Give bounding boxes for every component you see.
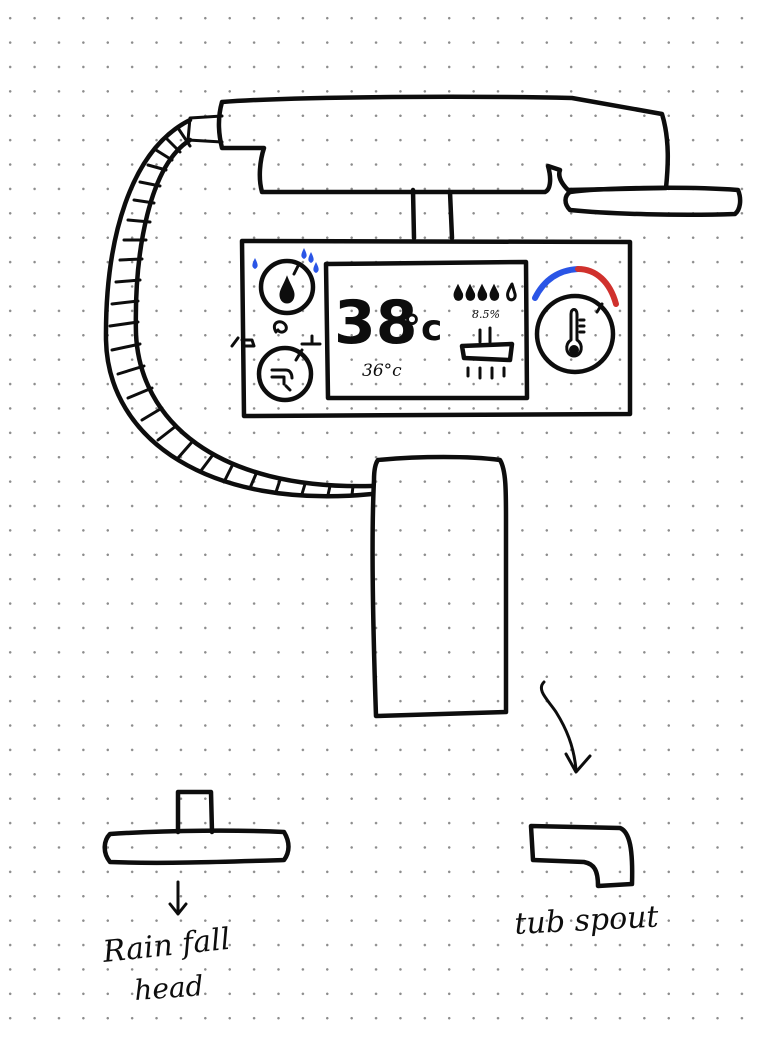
flow-level-drops xyxy=(455,284,516,300)
current-temp-unit: °c xyxy=(403,308,442,349)
faucet-icon xyxy=(272,370,292,390)
shower-icon xyxy=(462,328,512,378)
temperature-dial[interactable] xyxy=(535,269,616,372)
hose-outer xyxy=(106,120,372,496)
shower-stem xyxy=(413,190,414,238)
shower-small-icon xyxy=(274,322,286,332)
hose-segments xyxy=(110,128,353,495)
flexible-hose xyxy=(106,120,372,496)
shower-arm-body xyxy=(219,97,668,192)
rain-fall-label-line2: head xyxy=(133,969,204,1007)
tub-spout-shape xyxy=(531,826,632,886)
cold-drop-icon xyxy=(252,258,257,269)
cold-arc xyxy=(535,269,578,298)
drop-icon-4 xyxy=(313,262,318,273)
thermometer-icon xyxy=(567,310,584,357)
water-drop-icon xyxy=(280,278,293,303)
arrow-to-tub-spout xyxy=(541,682,590,772)
spout-small-icon xyxy=(302,336,320,344)
shower-handle xyxy=(566,188,741,215)
shower-head-assembly xyxy=(188,97,740,238)
flow-percent: 8.5% xyxy=(472,308,500,321)
rain-head-plate xyxy=(105,831,289,863)
temperature-display: 38 °c 36°c 8.5% xyxy=(326,262,527,398)
tub-spout-label: tub spout xyxy=(514,899,661,942)
rain-head-stem xyxy=(178,792,212,832)
shower-stem-right xyxy=(450,192,452,238)
water-dial[interactable] xyxy=(252,248,318,313)
drop-icon-3 xyxy=(308,252,313,263)
valve-housing xyxy=(373,457,506,716)
drop-icon-2 xyxy=(301,248,306,259)
rain-fall-label: Rain fall xyxy=(100,922,232,970)
rain-fall-head: Rain fall head xyxy=(100,792,288,1007)
target-temp-value: 36°c xyxy=(362,361,402,381)
rain-head-arrow xyxy=(170,882,186,914)
tub-spout: tub spout xyxy=(514,826,661,942)
control-panel: 38 °c 36°c 8.5% xyxy=(232,241,630,416)
